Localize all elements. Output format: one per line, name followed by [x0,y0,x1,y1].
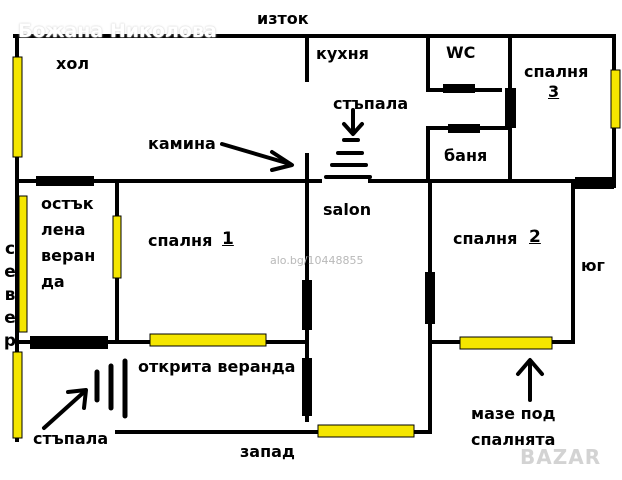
label-bathroom: баня [444,146,488,165]
label-open-veranda: открита веранда [138,357,296,376]
label-enclosed-veranda-2: лена [41,220,86,239]
label-bedroom3: спалня [524,62,589,81]
label-wc: WC [446,43,476,62]
label-north-letter: е [4,262,16,282]
bazar-logo: BAZAR [520,445,602,469]
label-bedroom1-number: 1 [222,229,234,249]
label-kitchen: кухня [316,44,369,63]
label-salon: salon [323,200,372,219]
label-bedroom3-number: 3 [548,82,560,101]
stair-treads-bottom [94,358,128,419]
label-north-letter: р [3,331,17,351]
label-bedroom1: спалня [148,231,213,250]
label-hall: хол [56,54,90,73]
label-north-letter: с [4,239,16,259]
thick-wall-segments [30,84,614,416]
label-basement-1: мазе под [471,404,556,423]
arrows [42,108,544,430]
label-enclosed-veranda-4: да [41,272,65,291]
label-enclosed-veranda-1: остък [41,194,94,213]
label-fireplace: камина [148,134,216,153]
label-bedroom2: спалня [453,229,518,248]
label-north-letter: е [4,308,16,328]
label-east: изток [257,9,309,28]
label-bedroom2-number: 2 [529,227,541,247]
walls [13,34,616,442]
label-basement-2: спалнята [471,430,556,449]
listing-watermark: alo.bg/10448855 [270,254,364,267]
label-stairs-top: стъпала [333,94,409,113]
windows [12,56,621,439]
label-stairs-bottom: стъпала [33,429,109,448]
label-west: запад [240,442,295,461]
label-enclosed-veranda-3: веран [41,246,96,265]
label-north: с е в е р [3,238,17,353]
label-south: юг [581,256,605,275]
label-north-letter: в [4,285,16,305]
stair-treads-top [324,138,372,179]
author-watermark: Божана Николова [18,20,217,42]
